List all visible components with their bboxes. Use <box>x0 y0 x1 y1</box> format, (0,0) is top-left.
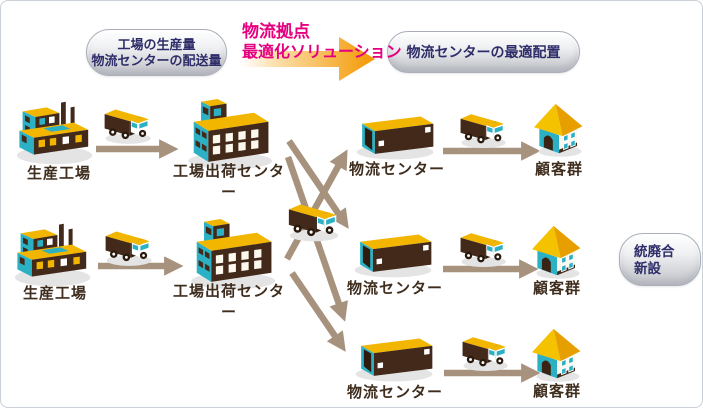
truck-icon <box>459 329 514 374</box>
consolidation-line2: 新設 <box>634 261 661 276</box>
shipping-center-icon <box>184 209 286 291</box>
customers-label: 顧客群 <box>532 280 581 297</box>
factory-label: 生産工場 <box>26 165 91 182</box>
result-box: 物流センターの最適配置 <box>387 31 580 73</box>
factory-label: 生産工場 <box>22 285 87 302</box>
shipping-center-label: 工場出荷センター <box>172 283 285 321</box>
truck-icon <box>102 223 158 269</box>
customers-label: 顧客群 <box>534 161 583 178</box>
warehouse-icon <box>351 221 435 279</box>
input-condition-box: 工場の生産量 物流センターの配送量 <box>86 29 227 76</box>
truck-icon <box>285 195 345 245</box>
factory-icon <box>11 213 99 289</box>
distribution-center-label: 物流センター <box>347 280 444 297</box>
distribution-center-label: 物流センター <box>349 161 446 178</box>
house-icon <box>534 99 586 159</box>
solution-caption-line1: 物流拠点 <box>242 22 310 41</box>
house-icon <box>532 221 584 281</box>
customers-label: 顧客群 <box>532 383 581 400</box>
result-box-label: 物流センターの最適配置 <box>406 44 561 60</box>
input-condition-line2: 物流センターの配送量 <box>91 53 222 68</box>
house-icon <box>532 324 584 384</box>
truck-icon <box>457 225 512 270</box>
shipping-center-label: 工場出荷センター <box>172 163 285 201</box>
solution-caption-line2: 最適化ソリューション <box>242 44 402 61</box>
consolidation-line1: 統廃合 <box>634 244 675 259</box>
shipping-center-icon <box>181 89 283 171</box>
truck-icon <box>457 106 512 151</box>
warehouse-icon <box>353 103 437 161</box>
factory-icon <box>13 91 101 167</box>
consolidation-box: 統廃合 新設 <box>619 233 701 286</box>
truck-icon <box>101 101 157 147</box>
warehouse-icon <box>352 325 436 383</box>
input-condition-line1: 工場の生産量 <box>117 37 196 52</box>
distribution-center-label: 物流センター <box>347 384 444 401</box>
solution-arrow-icon <box>241 37 375 81</box>
